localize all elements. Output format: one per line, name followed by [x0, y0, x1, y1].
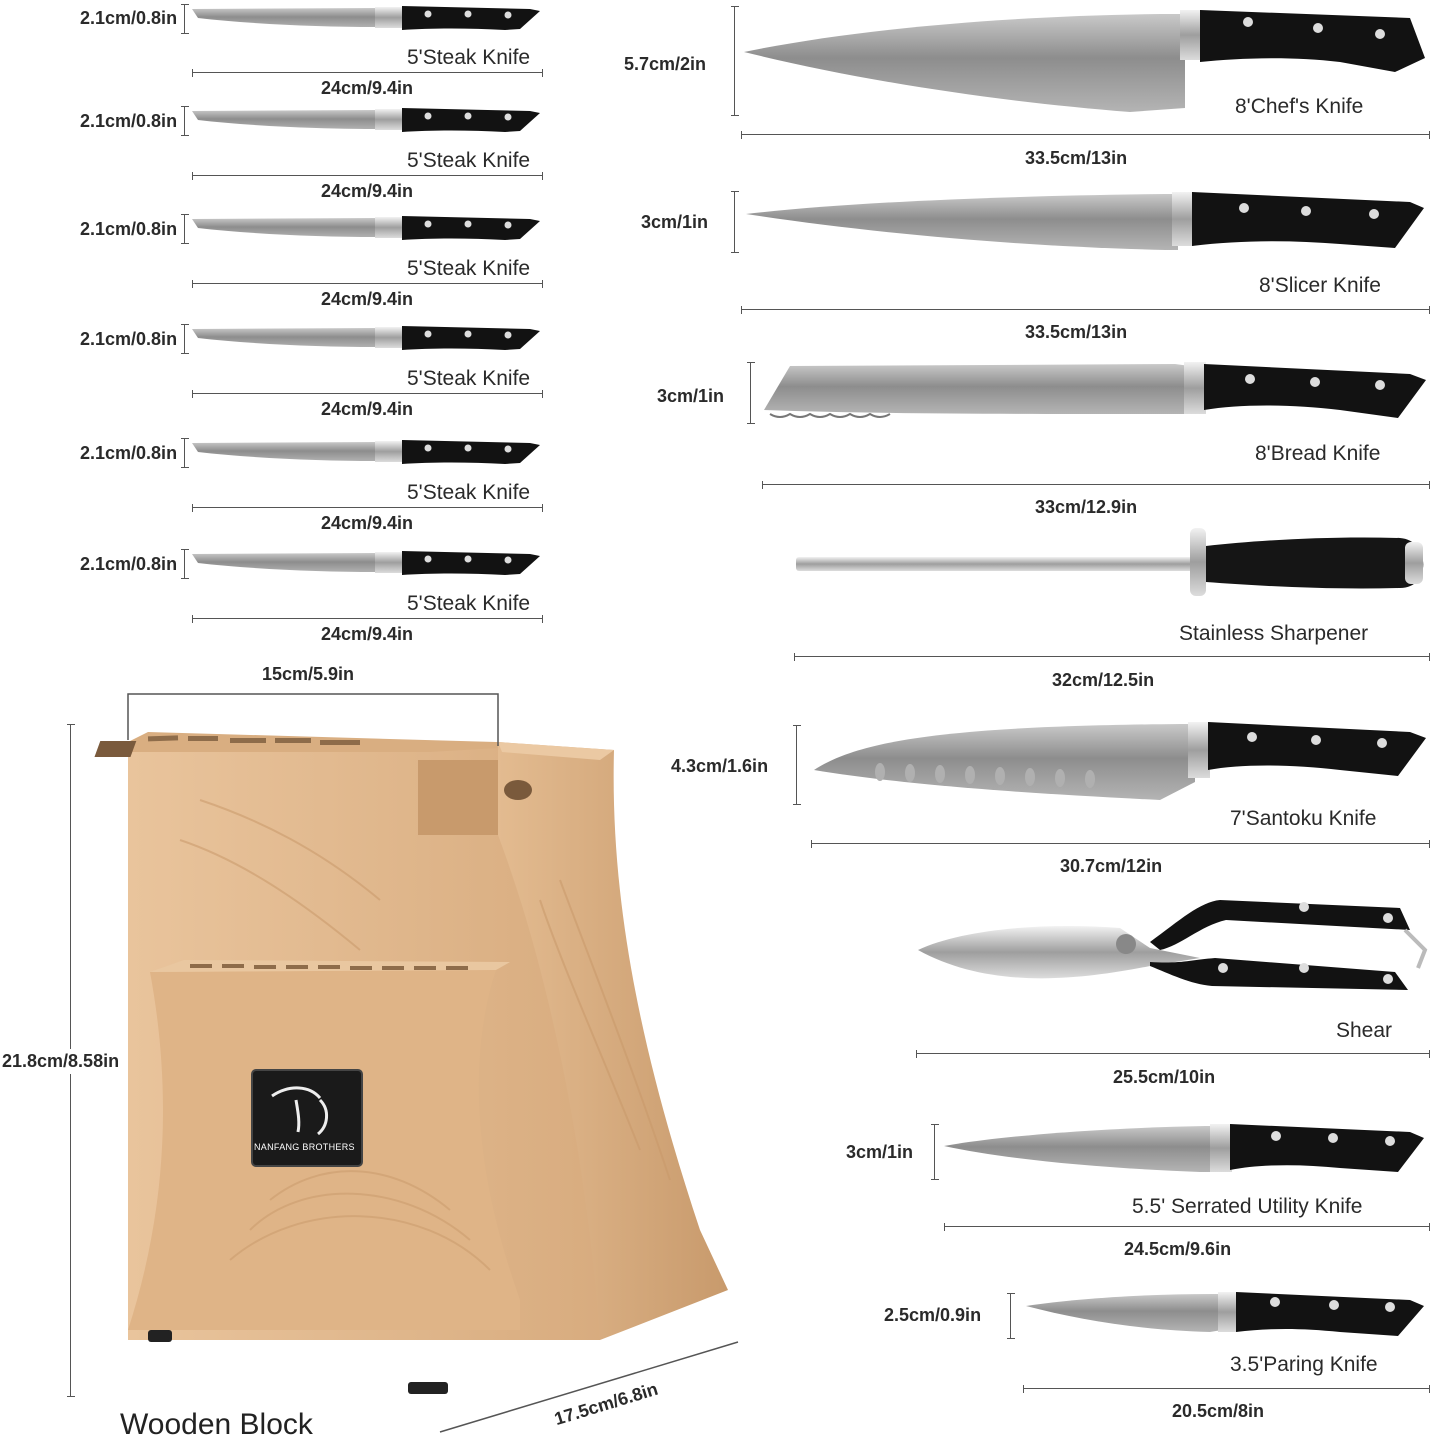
steak-knife-2-length-line [192, 172, 543, 180]
slicer-knife-length: 33.5cm/13in [1025, 322, 1128, 342]
slicer-knife-width: 3cm/1in [641, 212, 709, 232]
steak-knife-5-width-line [181, 438, 189, 468]
chefs-knife-image [744, 10, 1425, 112]
sharpener-label: Stainless Sharpener [1179, 622, 1369, 645]
steak-knife-5-image [192, 440, 540, 464]
chefs-knife-width: 5.7cm/2in [624, 54, 707, 74]
sharpener-length-line [794, 653, 1430, 661]
slicer-knife-length-line [741, 306, 1430, 314]
sharpener-length: 32cm/12.5in [1052, 670, 1155, 690]
wooden-block-image [94, 732, 728, 1394]
steak-knife-3-label: 5'Steak Knife [407, 257, 531, 280]
chefs-knife-length: 33.5cm/13in [1025, 148, 1128, 168]
steak-knife-4-image [192, 326, 540, 350]
serrated-utility-knife-label: 5.5' Serrated Utility Knife [1132, 1195, 1363, 1218]
santoku-knife-label: 7'Santoku Knife [1230, 807, 1377, 830]
chefs-knife-length-line [741, 131, 1430, 139]
block-badge-text: NANFANG BROTHERS [254, 1142, 355, 1152]
steak-knife-1-image [192, 6, 540, 30]
bread-knife-width-line [747, 362, 755, 424]
steak-knife-4-length-line [192, 390, 543, 398]
shear-length: 25.5cm/10in [1113, 1067, 1216, 1087]
steak-knife-5-length-line [192, 504, 543, 512]
steak-knife-2-width: 2.1cm/0.8in [80, 111, 178, 131]
steak-knife-5-length: 24cm/9.4in [321, 513, 414, 533]
steak-knife-6-width-line [181, 549, 189, 579]
steak-knife-2-length: 24cm/9.4in [321, 181, 414, 201]
slicer-knife-image [746, 192, 1424, 250]
steak-knife-1-length: 24cm/9.4in [321, 78, 414, 98]
block-title: Wooden Block [120, 1408, 313, 1441]
shear-image [918, 900, 1428, 990]
chefs-knife-width-line [731, 6, 739, 116]
block-depth-line [439, 1341, 739, 1433]
paring-knife-image [1026, 1292, 1424, 1336]
paring-knife-width: 2.5cm/0.9in [884, 1305, 982, 1325]
chefs-knife-label: 8'Chef's Knife [1235, 95, 1364, 118]
steak-knife-2-label: 5'Steak Knife [407, 149, 531, 172]
santoku-knife-length: 30.7cm/12in [1060, 856, 1163, 876]
paring-knife-label: 3.5'Paring Knife [1230, 1353, 1378, 1376]
steak-knife-6-length-line [192, 615, 543, 623]
steak-knife-1-width: 2.1cm/0.8in [80, 8, 178, 28]
steak-knife-3-width-line [181, 214, 189, 244]
serrated-utility-knife-width: 3cm/1in [846, 1142, 914, 1162]
steak-knife-1-label: 5'Steak Knife [407, 46, 531, 69]
block-height: 21.8cm/8.58in [2, 1049, 120, 1074]
santoku-knife-image [814, 722, 1426, 800]
steak-knife-2-image [192, 108, 540, 132]
block-width-bracket [127, 693, 499, 746]
sharpener-image [796, 528, 1424, 596]
serrated-utility-knife-length-line [944, 1223, 1430, 1231]
slicer-knife-width-line [731, 191, 739, 253]
santoku-knife-width-line [793, 725, 801, 805]
shear-label: Shear [1336, 1019, 1393, 1042]
steak-knife-6-image [192, 551, 540, 575]
steak-knife-4-length: 24cm/9.4in [321, 399, 414, 419]
steak-knife-3-image [192, 216, 540, 240]
slicer-knife-label: 8'Slicer Knife [1259, 274, 1381, 297]
steak-knife-6-label: 5'Steak Knife [407, 592, 531, 615]
steak-knife-4-width-line [181, 324, 189, 354]
steak-knife-4-width: 2.1cm/0.8in [80, 329, 178, 349]
steak-knife-6-width: 2.1cm/0.8in [80, 554, 178, 574]
serrated-utility-knife-width-line [931, 1124, 939, 1180]
bread-knife-length-line [762, 481, 1430, 489]
bread-knife-width: 3cm/1in [657, 386, 725, 406]
santoku-knife-length-line [811, 840, 1430, 848]
santoku-knife-width: 4.3cm/1.6in [671, 756, 769, 776]
bread-knife-length: 33cm/12.9in [1035, 497, 1138, 517]
paring-knife-length-line [1023, 1385, 1430, 1393]
paring-knife-width-line [1007, 1293, 1015, 1339]
shear-length-line [916, 1050, 1430, 1058]
steak-knife-5-width: 2.1cm/0.8in [80, 443, 178, 463]
block-top-width: 15cm/5.9in [262, 664, 355, 684]
steak-knife-1-length-line [192, 69, 543, 77]
bread-knife-image [764, 362, 1426, 418]
steak-knife-2-width-line [181, 106, 189, 136]
serrated-utility-knife-length: 24.5cm/9.6in [1124, 1239, 1232, 1259]
serrated-utility-knife-image [944, 1124, 1424, 1172]
steak-knife-5-label: 5'Steak Knife [407, 481, 531, 504]
bread-knife-label: 8'Bread Knife [1255, 442, 1381, 465]
steak-knife-6-length: 24cm/9.4in [321, 624, 414, 644]
steak-knife-4-label: 5'Steak Knife [407, 367, 531, 390]
steak-knife-3-length: 24cm/9.4in [321, 289, 414, 309]
steak-knife-3-length-line [192, 280, 543, 288]
paring-knife-length: 20.5cm/8in [1172, 1401, 1265, 1421]
steak-knife-3-width: 2.1cm/0.8in [80, 219, 178, 239]
steak-knife-1-width-line [181, 4, 189, 34]
